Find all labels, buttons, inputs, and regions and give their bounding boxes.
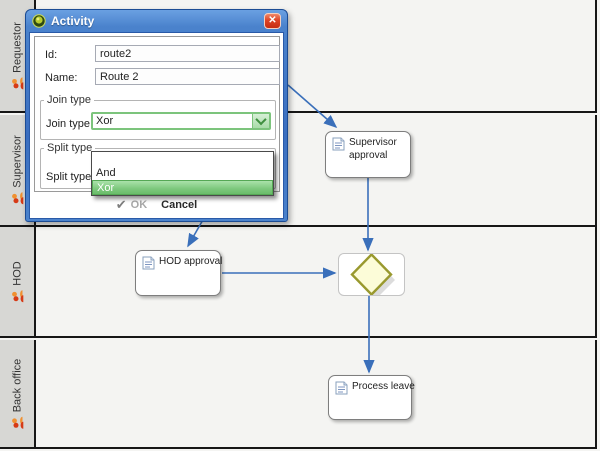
lane-back-office: Back office xyxy=(0,340,597,449)
id-label: Id: xyxy=(45,49,58,61)
lane-hod: HOD xyxy=(0,227,597,338)
people-icon xyxy=(12,289,24,302)
activity-icon xyxy=(32,14,46,28)
lane-header-back-office[interactable]: Back office xyxy=(0,340,36,447)
lane-label: Supervisor xyxy=(11,135,23,188)
lane-header-content: Supervisor xyxy=(11,135,24,205)
join-type-legend: Join type xyxy=(47,94,92,106)
lane-label: Back office xyxy=(11,358,23,412)
people-icon xyxy=(12,76,24,89)
document-icon xyxy=(335,381,348,395)
join-type-group: Join type Join type: Xor xyxy=(40,94,276,140)
lane-label: HOD xyxy=(11,260,23,286)
dialog-titlebar[interactable]: Activity ✕ xyxy=(29,10,284,32)
dropdown-option-and[interactable]: And xyxy=(96,167,116,179)
lane-header-content: Back office xyxy=(11,358,24,429)
name-label: Name: xyxy=(45,72,78,84)
chevron-down-icon[interactable] xyxy=(252,113,269,128)
people-icon xyxy=(12,192,24,205)
dialog-body: Id: Name: Join type Join type: Xor Split… xyxy=(29,32,284,219)
dialog-footer: ✔ OK Cancel xyxy=(30,196,283,214)
ok-button-label: OK xyxy=(130,199,148,211)
name-field[interactable] xyxy=(95,68,280,85)
id-field[interactable] xyxy=(95,45,280,62)
join-type-combo-value: Xor xyxy=(96,115,114,127)
check-icon: ✔ xyxy=(115,197,127,212)
document-icon xyxy=(142,256,155,270)
lane-label: Requestor xyxy=(11,21,23,73)
join-type-combo[interactable]: Xor xyxy=(91,112,271,130)
task-node-hod-approval[interactable]: HOD approval xyxy=(135,250,223,296)
xor-gateway-diamond-icon xyxy=(350,252,395,299)
dropdown-option-xor[interactable]: Xor xyxy=(92,180,273,195)
task-label: Supervisor approval xyxy=(349,137,397,161)
people-icon xyxy=(12,416,24,429)
split-type-legend: Split type xyxy=(47,142,93,154)
task-label: HOD approval xyxy=(159,256,223,267)
dropdown-option-empty[interactable] xyxy=(92,152,273,166)
task-node-supervisor-approval[interactable]: Supervisor approval xyxy=(325,131,411,178)
activity-dialog: Activity ✕ Id: Name: Join type Join type… xyxy=(25,9,288,222)
cancel-button[interactable]: Cancel xyxy=(161,199,197,211)
lane-header-content: HOD xyxy=(11,261,24,302)
task-node-process-leave[interactable]: Process leave xyxy=(328,375,415,420)
cancel-button-label: Cancel xyxy=(161,199,198,211)
split-type-label: Split type: xyxy=(46,171,95,183)
ok-button[interactable]: ✔ OK xyxy=(116,197,147,213)
task-label: Process leave xyxy=(352,381,415,392)
lane-header-content: Requestor xyxy=(11,22,24,90)
close-icon[interactable]: ✕ xyxy=(264,13,281,29)
lane-header-hod[interactable]: HOD xyxy=(0,227,36,336)
gateway-node-xor[interactable] xyxy=(338,252,405,299)
document-icon xyxy=(332,137,345,151)
dialog-title: Activity xyxy=(51,14,95,28)
join-type-dropdown-list: And Xor xyxy=(91,151,274,196)
join-type-label: Join type: xyxy=(46,118,94,130)
